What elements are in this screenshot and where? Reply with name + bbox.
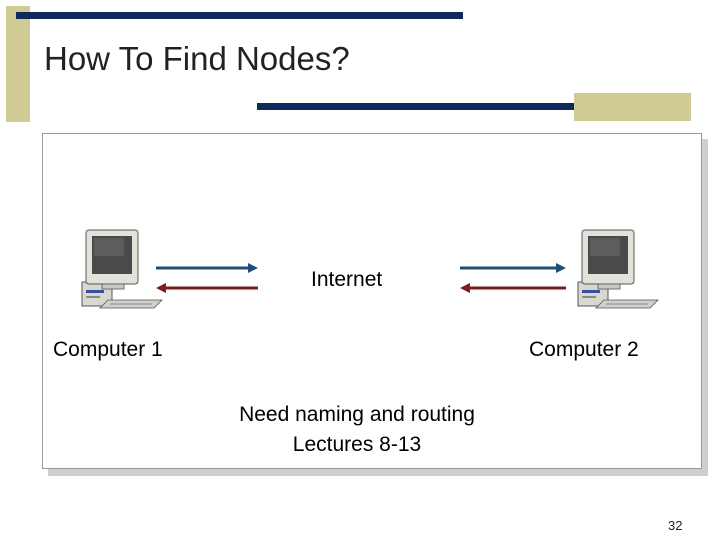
slide-title: How To Find Nodes? [44,40,350,77]
left-outgoing-arrow [156,263,258,273]
computer-1-icon [81,229,163,309]
computer-2-icon [577,229,659,309]
right-incoming-arrow [460,283,566,293]
right-outgoing-arrow [460,263,566,273]
computer-2-label: Computer 2 [529,338,639,361]
title-bottom-rule [257,103,690,110]
left-incoming-arrow [156,283,258,293]
computer-1-label: Computer 1 [53,338,163,361]
note-line-1: Need naming and routing [239,403,475,426]
title-accent-block [6,6,30,122]
title-accent-block-right [574,93,691,121]
diagram-note: Need naming and routing Lectures 8-13 [207,400,507,460]
note-line-2: Lectures 8-13 [292,433,422,456]
page-number: 32 [668,518,683,533]
internet-label: Internet [311,268,383,291]
title-top-rule [16,12,463,19]
